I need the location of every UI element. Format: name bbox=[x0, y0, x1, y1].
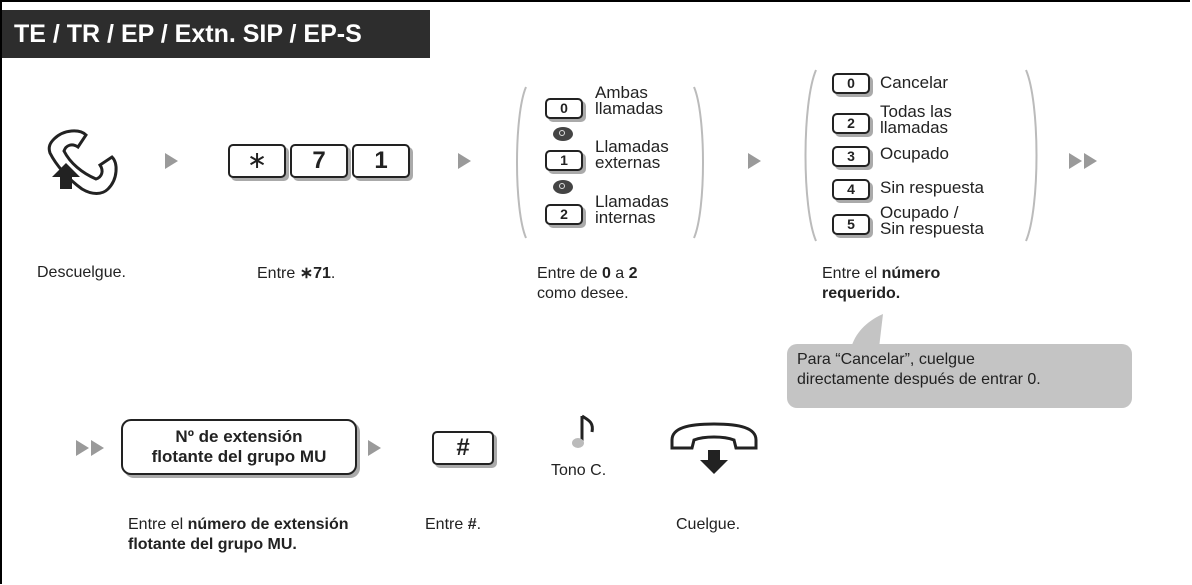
onhook-handset-icon bbox=[670, 422, 758, 474]
offhook-handset-icon bbox=[47, 129, 118, 195]
offhook-caption: Descuelgue. bbox=[37, 264, 126, 281]
option-key-1: 1 bbox=[545, 150, 583, 171]
option-label: Cancelar bbox=[880, 73, 949, 92]
left-bracket-icon bbox=[516, 86, 527, 239]
option-key-4: 4 bbox=[832, 179, 870, 200]
option-key-2: 2 bbox=[832, 113, 870, 134]
option-key-0: 0 bbox=[832, 73, 870, 94]
left-bracket-icon bbox=[804, 69, 817, 242]
option-key-3: 3 bbox=[832, 146, 870, 167]
hash-caption: Entre #. bbox=[425, 516, 482, 533]
flow-arrow bbox=[748, 153, 761, 169]
right-bracket-icon bbox=[1025, 69, 1038, 242]
onhook-caption: Cuelgue. bbox=[676, 516, 741, 533]
flow-arrow bbox=[458, 153, 471, 169]
option-key-5: 5 bbox=[832, 214, 870, 235]
continue-arrow bbox=[76, 440, 89, 456]
option-key-2: 2 bbox=[545, 204, 583, 225]
flow-arrow bbox=[368, 440, 381, 456]
right-bracket-icon bbox=[693, 86, 704, 239]
key-7: 7 bbox=[290, 144, 348, 178]
continue-arrow bbox=[1069, 153, 1082, 169]
flow-arrow bbox=[165, 153, 178, 169]
page-title: TE / TR / EP / Extn. SIP / EP-S bbox=[2, 10, 430, 58]
call-type-caption: Entre de 0 a 2 como desee. bbox=[537, 265, 638, 302]
condition-caption: Entre el número requerido. bbox=[822, 265, 941, 302]
hash-key: # bbox=[432, 431, 494, 465]
option-key-0: 0 bbox=[545, 98, 583, 119]
continue-arrow bbox=[1084, 153, 1097, 169]
music-note-icon bbox=[572, 414, 594, 448]
star-key: ∗ bbox=[228, 144, 286, 178]
key-1: 1 bbox=[352, 144, 410, 178]
continue-arrow bbox=[91, 440, 104, 456]
mu-extension-box: Nº de extensión flotante del grupo MU bbox=[121, 419, 357, 475]
option-label: Ocupado bbox=[880, 144, 949, 163]
option-label: Ocupado /Sin respuesta bbox=[880, 203, 984, 238]
cancel-tooltip: Para “Cancelar”, cuelgue directamente de… bbox=[787, 344, 1132, 408]
tone-caption: Tono C. bbox=[551, 462, 607, 479]
option-label: Sin respuesta bbox=[880, 178, 984, 197]
or-icon bbox=[553, 127, 573, 141]
or-icon bbox=[553, 180, 573, 194]
feature-code-caption: Entre ∗71. bbox=[257, 265, 336, 282]
mu-caption: Entre el número de extensión flotante de… bbox=[128, 516, 349, 553]
tooltip-pointer bbox=[851, 314, 883, 348]
